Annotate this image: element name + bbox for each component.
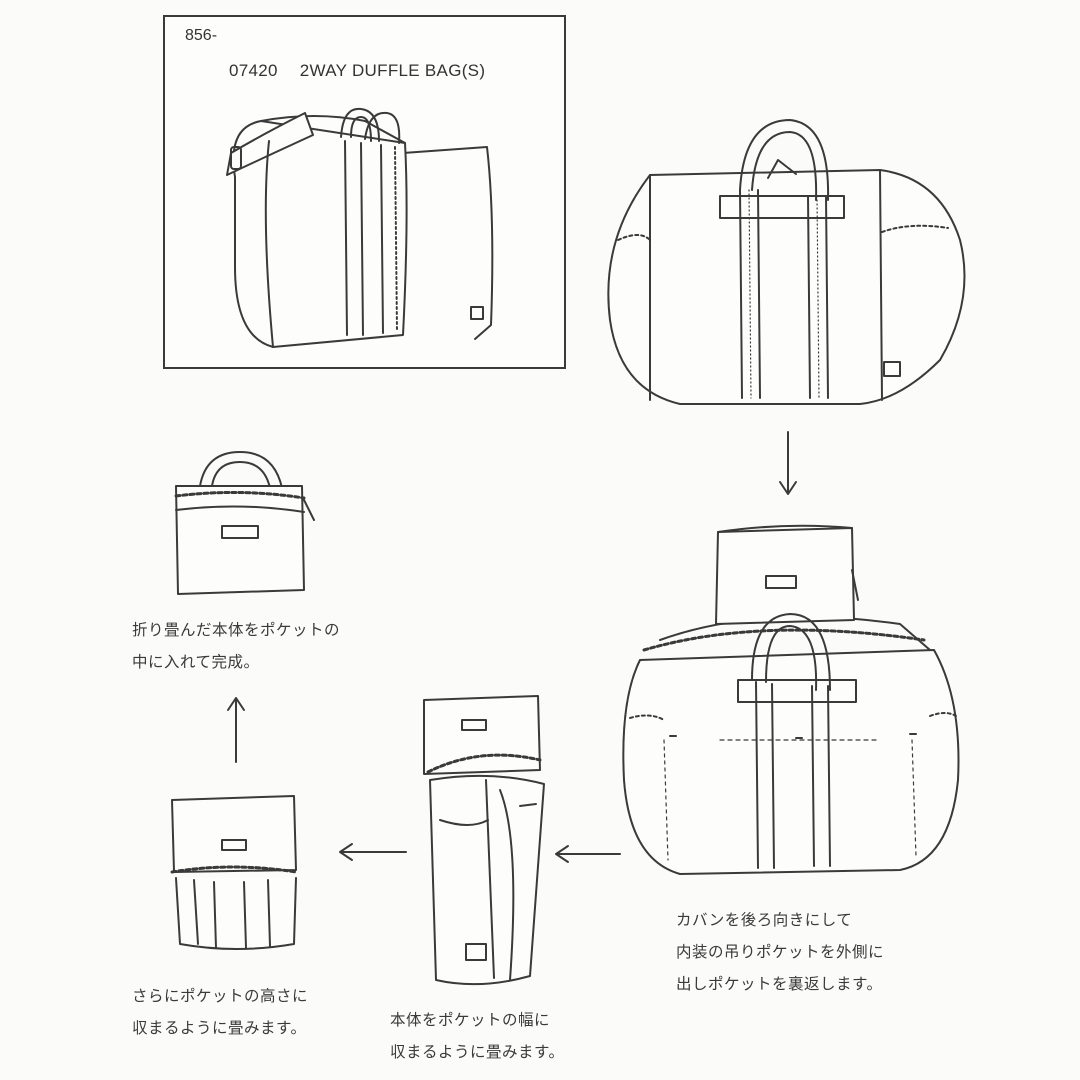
caption-line: 折り畳んだ本体をポケットの xyxy=(132,621,341,639)
step-1-caption: カバンを後ろ向きにして 内装の吊りポケットを外側に 出しポケットを裏返します。 xyxy=(676,904,884,1000)
bag-folded-height-illustration xyxy=(170,795,298,950)
product-code: 856- xyxy=(185,27,218,44)
caption-line: さらにポケットの高さに xyxy=(132,987,309,1005)
caption-line: 内装の吊りポケットを外側に xyxy=(676,943,885,961)
caption-line: 収まるように畳みます。 xyxy=(132,1019,307,1037)
caption-line: 収まるように畳みます。 xyxy=(390,1043,565,1061)
bag-pocket-out-illustration xyxy=(622,524,960,875)
product-name: 2WAY DUFFLE BAG(S) xyxy=(299,61,486,80)
bag-folded-width-illustration xyxy=(423,695,545,986)
completed-pouch-illustration xyxy=(174,451,315,595)
step-3-caption: さらにポケットの高さに 収まるように畳みます。 xyxy=(132,980,308,1044)
caption-line: 出しポケットを裏返します。 xyxy=(676,975,883,993)
duffle-bag-illustration-large xyxy=(607,119,966,405)
caption-line: 中に入れて完成。 xyxy=(132,653,260,671)
duffle-bag-illustration-small xyxy=(226,107,494,348)
product-reference-frame: 856- 07420 2WAY DUFFLE BAG(S) xyxy=(163,15,566,369)
arrow-left-icon xyxy=(339,843,407,861)
caption-line: 本体をポケットの幅に xyxy=(390,1011,551,1029)
arrow-down-icon xyxy=(779,431,797,495)
arrow-up-icon xyxy=(227,697,245,763)
product-title: 07420 2WAY DUFFLE BAG(S) xyxy=(229,61,485,81)
arrow-left-icon xyxy=(555,845,621,863)
step-2-caption: 本体をポケットの幅に 収まるように畳みます。 xyxy=(390,1004,564,1068)
caption-line: カバンを後ろ向きにして xyxy=(676,911,853,929)
step-4-caption: 折り畳んだ本体をポケットの 中に入れて完成。 xyxy=(132,614,340,678)
product-number: 07420 xyxy=(229,61,278,80)
